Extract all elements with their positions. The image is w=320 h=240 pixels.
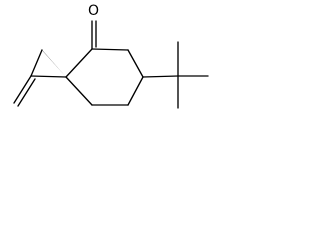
ring-bond-spiro-to-carbonyl <box>65 48 93 78</box>
oxygen-label: O <box>88 3 99 19</box>
cyclopropane-bond-top <box>30 49 43 77</box>
tbutyl-connection-bond <box>142 75 179 78</box>
molecule-structure: O <box>13 3 209 109</box>
ring-bond-carbonyl-to-ch2 <box>91 48 129 51</box>
methylene-bond <box>13 75 32 104</box>
ring-bond-ch2-to-ch <box>127 49 144 78</box>
stereo-wedge-bond <box>40 48 66 77</box>
ring-bond-ch2-to-spiro <box>65 76 93 106</box>
methylene-bond-parallel <box>17 78 36 107</box>
cyclopropane-bond-bottom <box>30 75 67 78</box>
ring-bond-ch-to-ch2 <box>127 76 144 106</box>
